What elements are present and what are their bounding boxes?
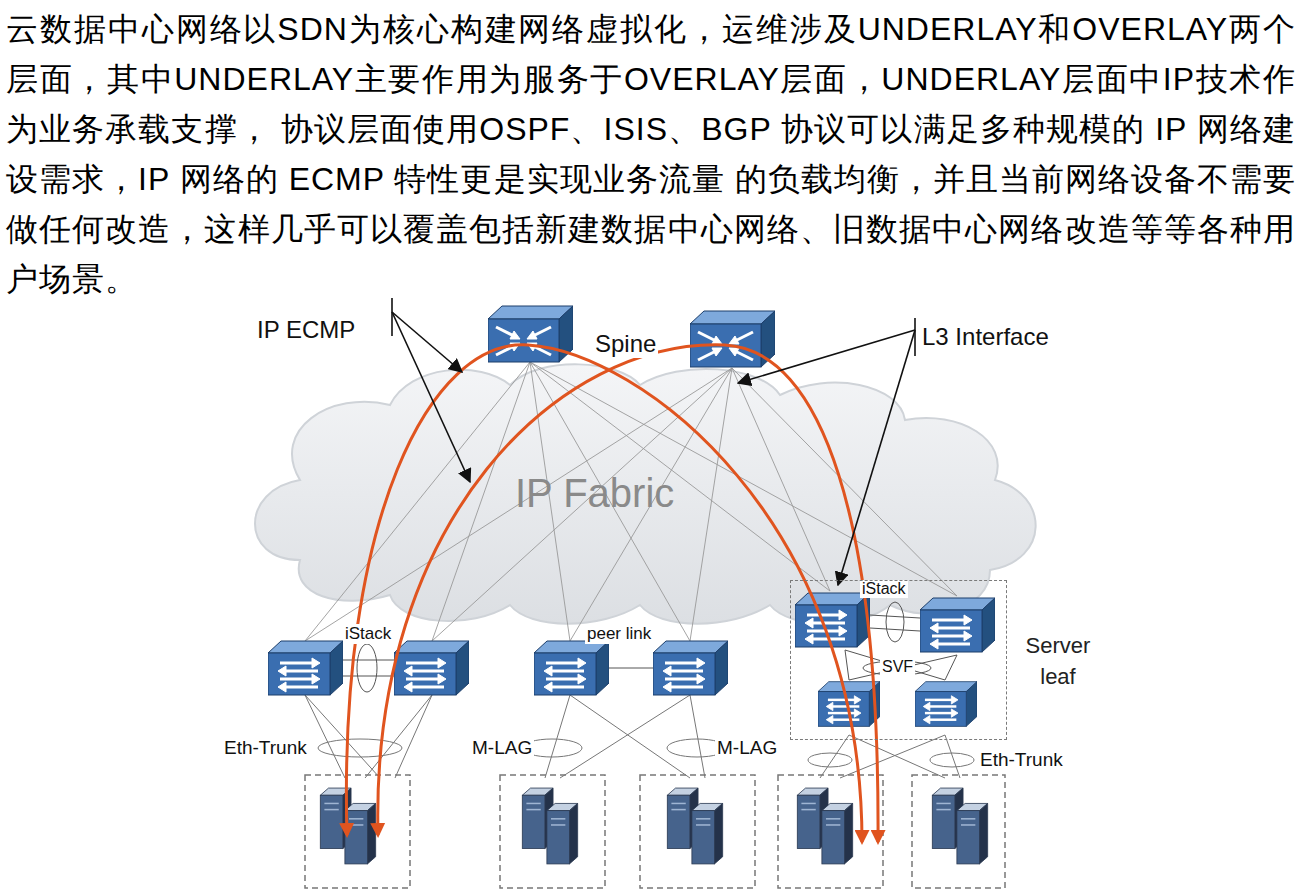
trunk-label: Eth-Trunk xyxy=(222,737,309,759)
group-box: Server leaf xyxy=(790,580,1007,740)
svf-label: SVF xyxy=(880,658,915,676)
group-label: Server leaf xyxy=(1015,631,1101,693)
spine-label: Spine xyxy=(593,330,658,358)
caption-text: 云数据中心网络以SDN为核心构建网络虚拟化，运维涉及UNDERLAY和OVERL… xyxy=(6,4,1296,304)
mlag-label: M-LAG xyxy=(470,737,534,759)
stack-label: iStack xyxy=(343,624,393,644)
callout-label: IP ECMP xyxy=(255,316,357,344)
trunk-label: Eth-Trunk xyxy=(978,749,1065,771)
callout-label: L3 Interface xyxy=(920,323,1051,351)
link-label: peer link xyxy=(585,624,653,644)
mlag-label: M-LAG xyxy=(715,737,779,759)
stack-label: iStack xyxy=(860,580,908,598)
fabric-label: IP Fabric xyxy=(513,470,676,516)
